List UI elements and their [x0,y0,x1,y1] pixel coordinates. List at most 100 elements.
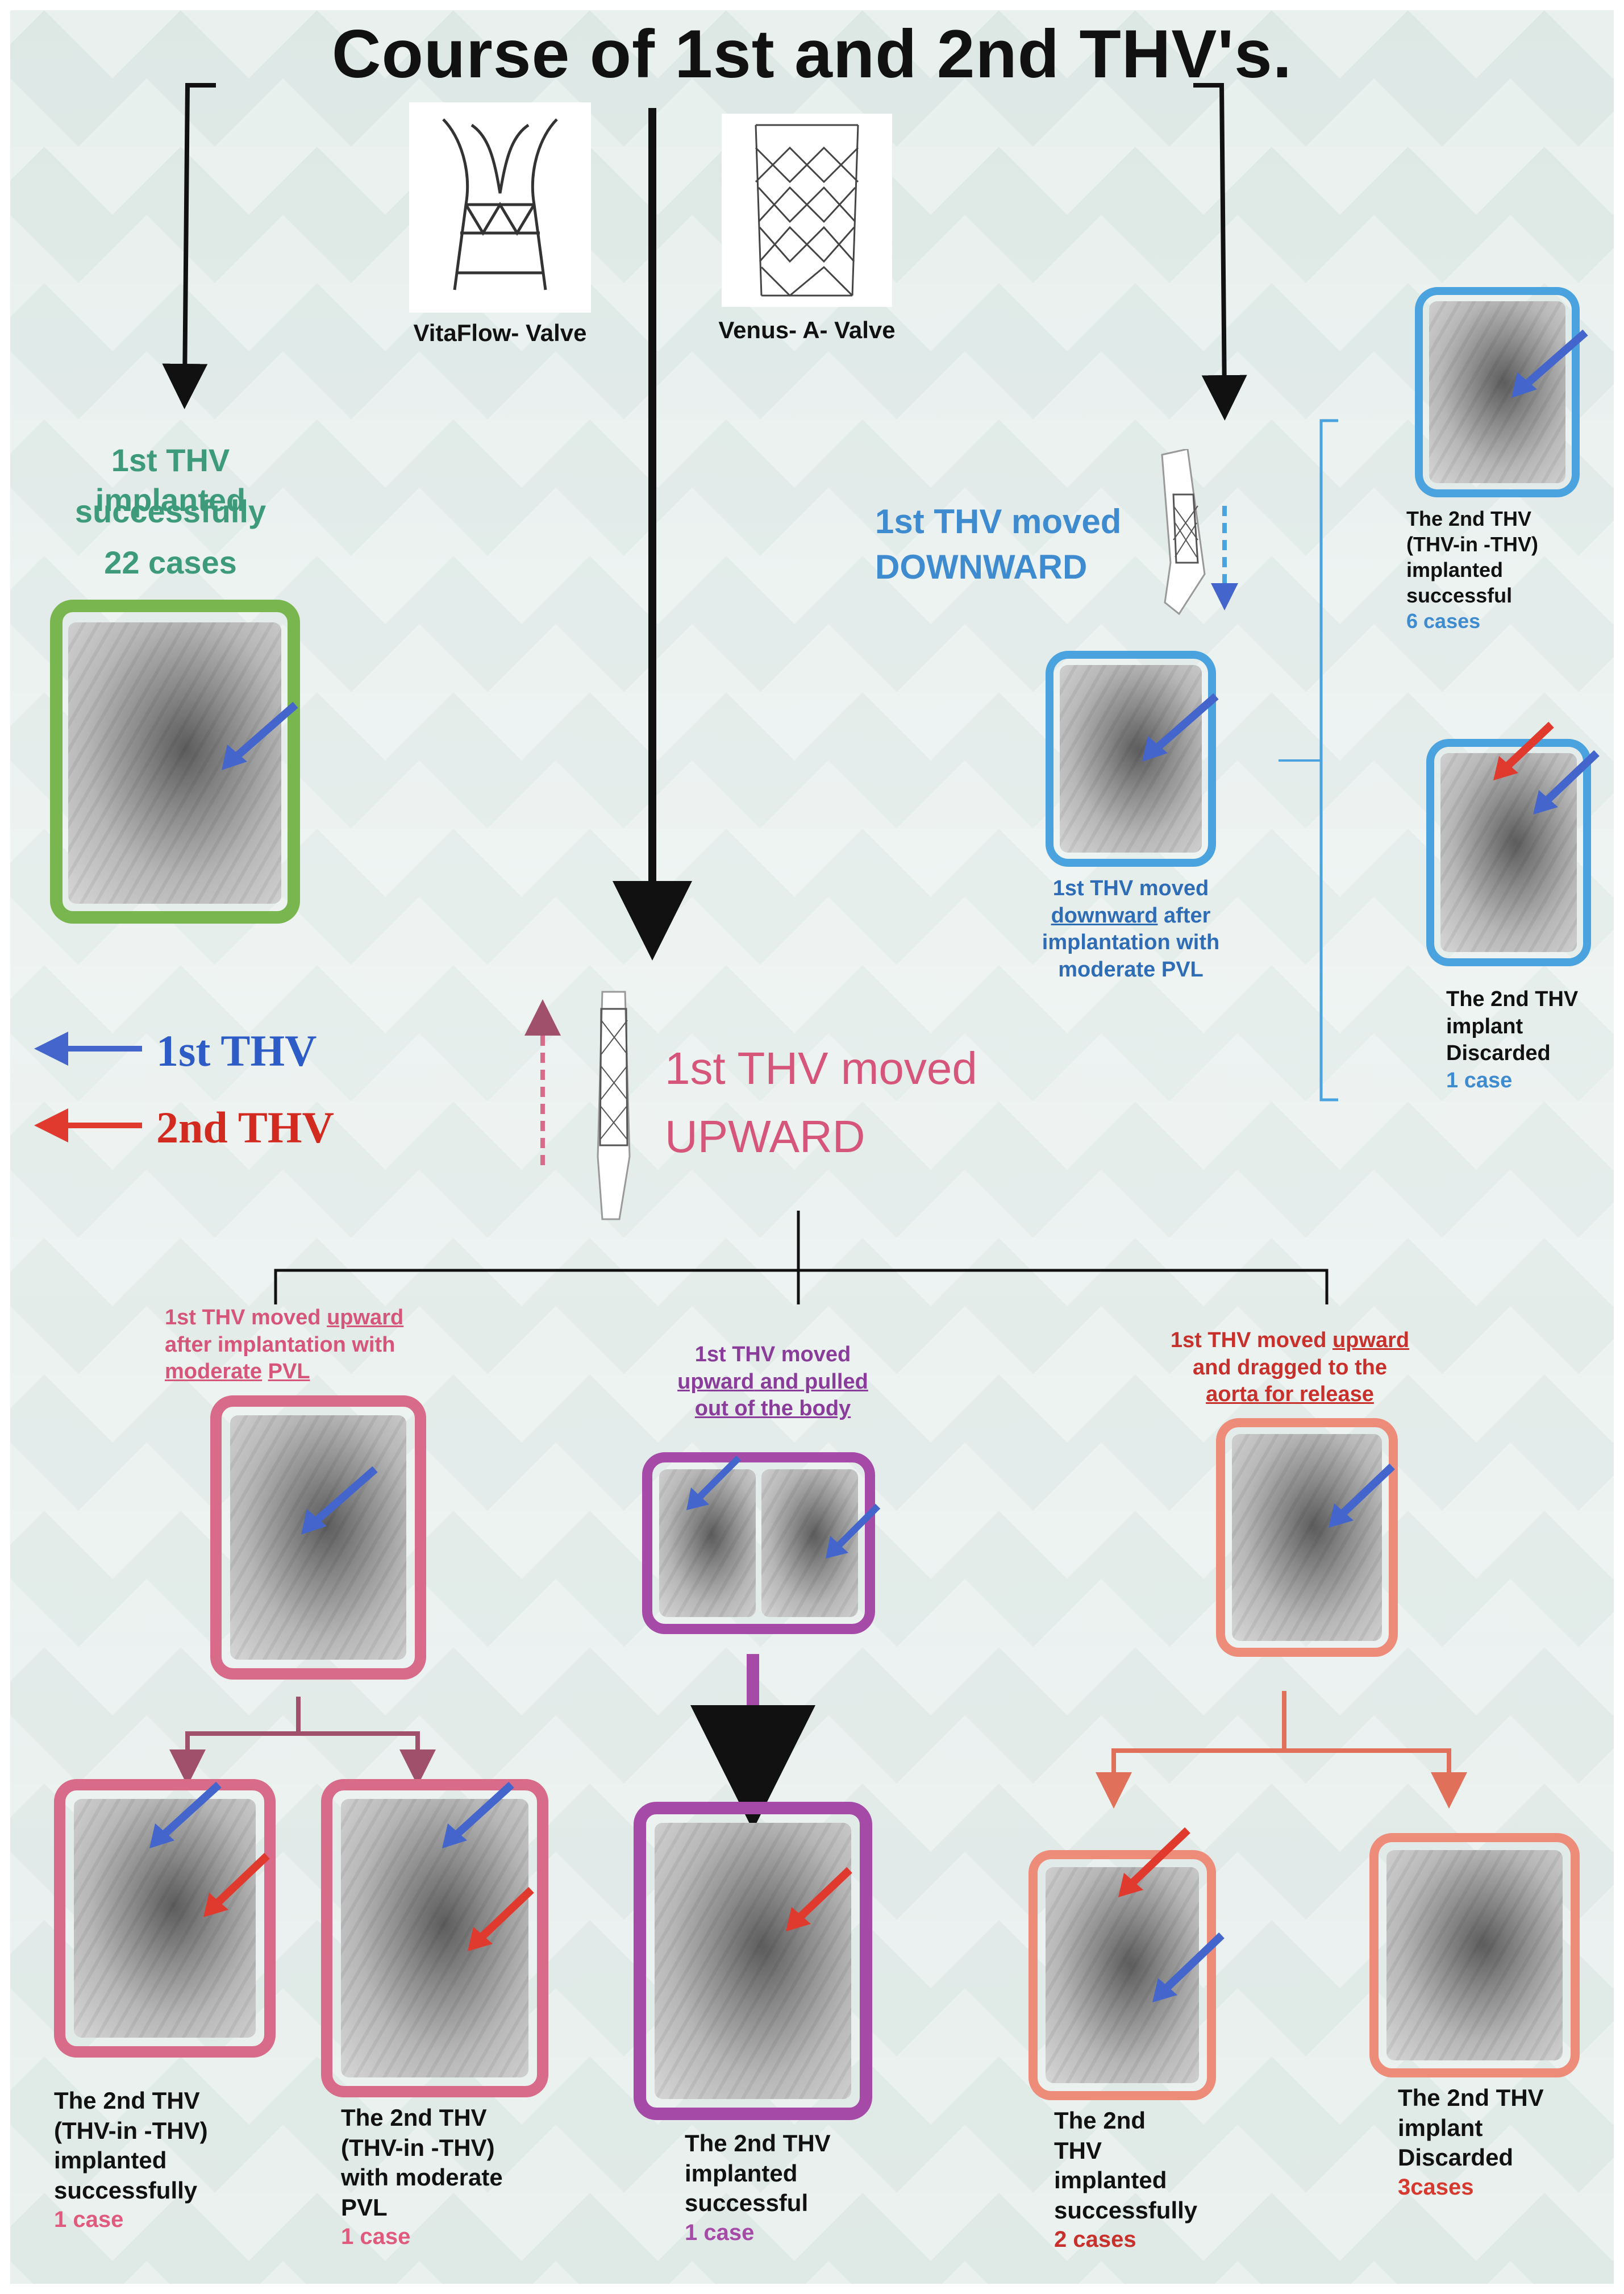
left-xray-image [68,622,281,904]
pvl-l3b: PVL [268,1360,310,1383]
red-arrow-icon [1493,721,1554,780]
outcome-4-text: The 2nd THV implanted successfully 2 cas… [1054,2106,1197,2254]
pulled-l2a: upward [677,1369,755,1394]
downward-success-l4: successful [1406,584,1513,607]
blue-arrow-icon [686,1455,742,1510]
upward-dragged-caption: 1st THV moved upward and dragged to the … [1142,1327,1438,1408]
outcome-5-xray [1386,1850,1563,2060]
branch-right-arrow [1193,83,1247,421]
outcome-2-l2: (THV-in -THV) [341,2134,495,2161]
red-arrow-icon [468,1886,534,1951]
downward-bracket [1319,419,1338,1102]
downward-caption-line4: moderate PVL [1058,957,1204,982]
outcome-1-l3: implanted [54,2147,167,2174]
pvl-l3a: moderate [165,1360,263,1383]
outcome-5-text: The 2nd THV implant Discarded 3cases [1398,2083,1544,2201]
upward-split [274,1269,1329,1304]
downward-img-caption: 1st THV moved downward after implantatio… [1011,875,1250,983]
outcome-5-l1: The 2nd THV [1398,2084,1544,2111]
downward-discard-l1: The 2nd THV [1446,987,1579,1011]
downward-discard-frame [1426,739,1591,966]
downward-discard-xray [1440,753,1577,952]
outcome-4-xray [1046,1867,1199,2083]
page-title: Course of 1st and 2nd THV's. [331,16,1293,92]
outcome-1-count: 1 case [54,2207,124,2232]
dragged-l3: aorta for release [1206,1382,1374,1406]
blue-arrow-icon [1152,1932,1225,2002]
pulled-l3: out of the body [694,1397,851,1420]
upward-heading-1: 1st THV moved [665,1043,977,1094]
upward-pvl-caption: 1st THV moved upward after implantation … [165,1304,438,1386]
outcome-4-l2: THV [1054,2137,1102,2164]
legend-second-thv: 2nd THV [156,1103,334,1152]
outcome-5-frame [1369,1833,1580,2077]
blue-arrow-icon [1533,750,1600,814]
outcome-4-l4: successfully [1054,2196,1198,2224]
downward-xray-image [1060,665,1202,853]
dragged-l2: and dragged to the [1193,1355,1387,1379]
outcome-1-xray [74,1799,256,2038]
downward-caption-underlined: downward [1051,903,1158,928]
left-branch-line2: successfully [74,493,266,529]
left-branch-line1: 1st THV implanted [95,442,246,518]
red-arrow-icon [203,1852,270,1917]
outcome-2-l4: PVL [341,2193,388,2221]
downward-valve-icon [1161,449,1206,616]
blue-arrow-icon [301,1466,378,1535]
blue-arrow-icon [1511,329,1588,398]
blue-arrow-icon [826,1503,881,1559]
downward-discard-count: 1 case [1446,1068,1513,1092]
outcome-5-l2: implant [1398,2114,1483,2141]
downward-heading-2: DOWNWARD [875,548,1088,586]
outcome-2-xray [341,1799,528,2077]
downward-success-text: The 2nd THV (THV-in -THV) implanted succ… [1406,506,1538,634]
pulled-l1: 1st THV moved [694,1343,851,1366]
outcome-3-l2: implanted [685,2159,798,2187]
outcome-3-text: The 2nd THV implanted successful 1 case [685,2129,831,2247]
outcome-1-l4: successfully [54,2176,198,2204]
red-arrow-icon [1118,1827,1190,1897]
blue-arrow-icon [222,701,298,770]
downward-success-l1: The 2nd THV [1406,507,1532,530]
branch-left-arrow [162,83,216,409]
left-branch-count: 22 cases [104,545,237,580]
outcome-4-l3: implanted [1054,2167,1167,2193]
pvl-l1a: 1st THV moved [165,1306,327,1329]
venus-caption: Venus- A- Valve [718,317,896,343]
outcome-1-text: The 2nd THV (THV-in -THV) implanted succ… [54,2086,208,2234]
outcome-3-xray [655,1823,851,2099]
outcome-3-l1: The 2nd THV [685,2130,831,2156]
dragged-l1b: upward [1332,1328,1410,1352]
blue-arrow-icon [1329,1463,1395,1528]
downward-discard-text: The 2nd THV implant Discarded 1 case [1446,986,1578,1094]
upward-heading-2: UPWARD [665,1111,865,1162]
venus-a-valve-image [722,114,892,307]
upward-dragged-frame [1216,1418,1398,1657]
outcome-2-text: The 2nd THV (THV-in -THV) with moderate … [341,2103,503,2251]
outcome-5-l3: Discarded [1398,2144,1514,2171]
outcome-2-l3: with moderate [341,2164,503,2191]
downward-success-l2: (THV-in -THV) [1406,533,1538,556]
dragged-l1a: 1st THV moved [1170,1328,1332,1352]
legend-first-thv: 1st THV [156,1026,317,1075]
upward-pulled-frame [642,1452,875,1634]
downward-success-frame [1415,287,1580,497]
left-xray-frame [50,600,300,924]
outcome-1-l2: (THV-in -THV) [54,2117,208,2144]
outcome-2-count: 1 case [341,2224,411,2249]
downward-discard-l2: implant [1446,1014,1523,1038]
downward-success-l3: implanted [1406,558,1504,581]
pulled-l2b: and pulled [754,1369,868,1394]
downward-caption-line3: implantation with [1042,930,1220,954]
outcome-1-l1: The 2nd THV [54,2087,200,2114]
upward-pvl-frame [210,1395,426,1680]
outcome-4-count: 2 cases [1054,2227,1136,2252]
downward-success-count: 6 cases [1406,609,1481,633]
upward-dragged-xray [1232,1434,1382,1641]
outcome-5-count: 3cases [1398,2174,1474,2200]
outcome-3-frame [634,1802,872,2120]
red-arrow-icon [786,1867,852,1931]
blue-arrow-icon [1142,693,1219,762]
vitaflow-valve-image [409,102,591,313]
